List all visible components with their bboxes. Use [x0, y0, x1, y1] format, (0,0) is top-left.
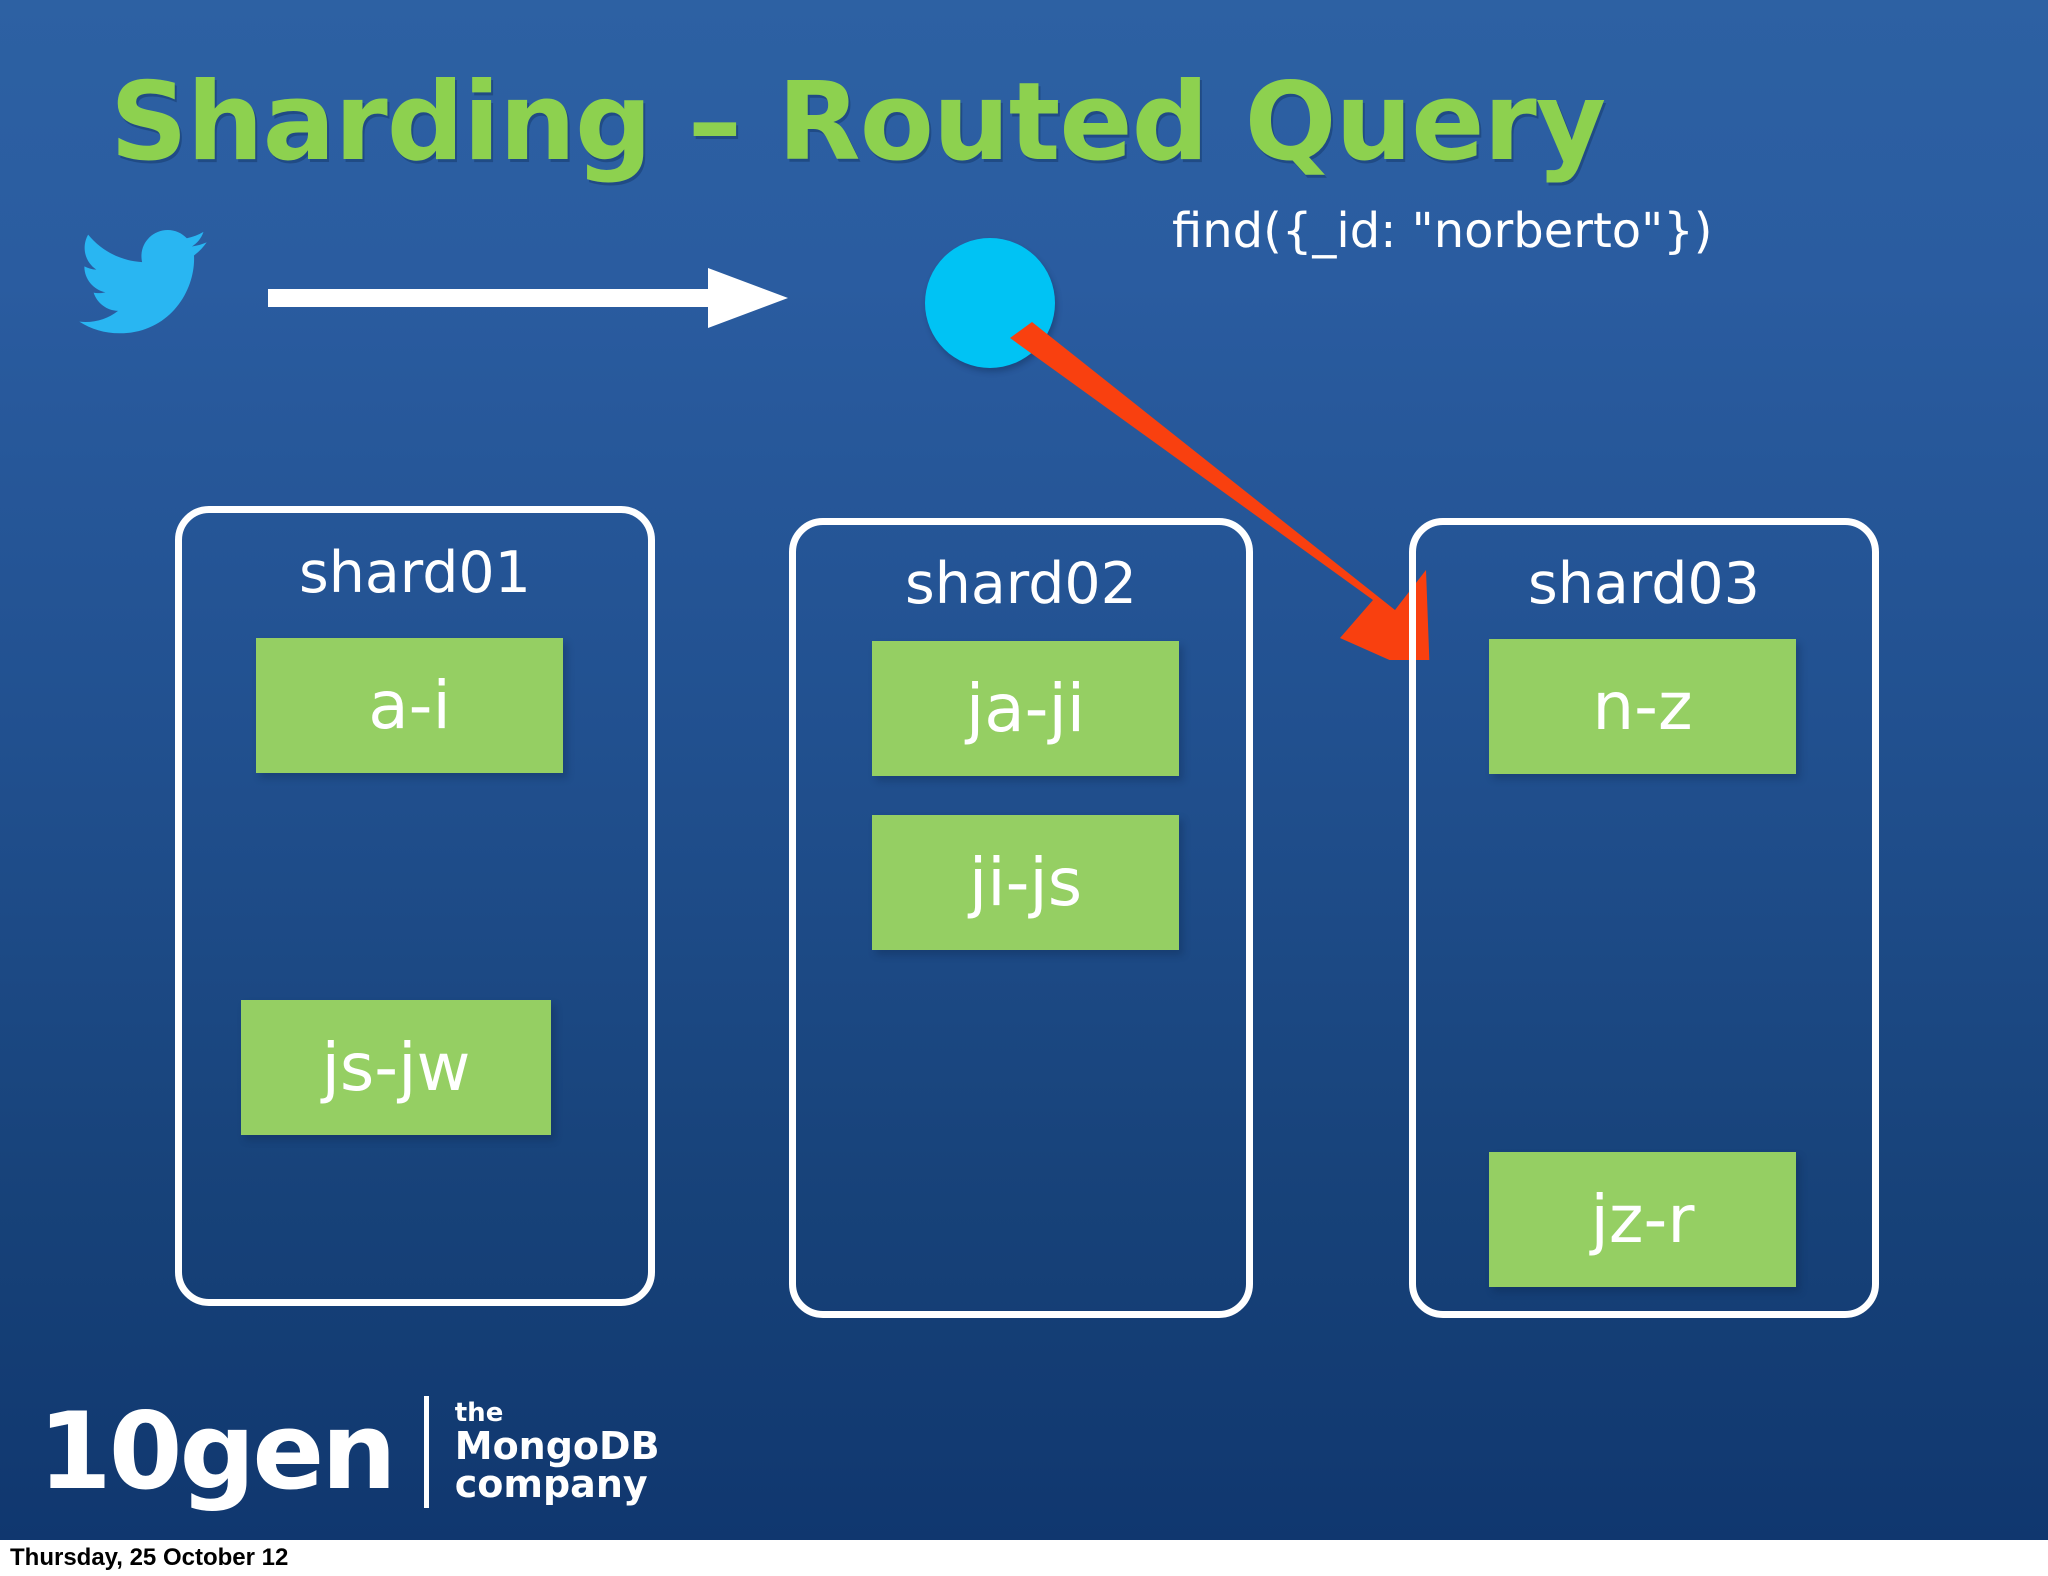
footer-date: Thursday, 25 October 12: [10, 1544, 289, 1571]
chunk-shard01-1: js-jw: [241, 1000, 551, 1135]
twitter-bird-icon: [78, 228, 208, 338]
brand-tagline-line3: company: [454, 1462, 648, 1507]
shard-container-shard02: [789, 518, 1253, 1318]
chunk-shard03-1: jz-r: [1489, 1152, 1796, 1287]
chunk-shard03-0: n-z: [1489, 639, 1796, 774]
brand-tagline: the MongoDB company: [455, 1400, 660, 1504]
brand-logo: 10gen the MongoDB company: [38, 1392, 660, 1512]
shard-container-shard03: [1409, 518, 1879, 1318]
chunk-shard02-1: ji-js: [872, 815, 1179, 950]
shard-title-shard03: shard03: [1528, 551, 1760, 617]
mongos-router-node: [925, 238, 1055, 368]
shard-title-shard02: shard02: [905, 551, 1137, 617]
right-arrow-icon: [268, 262, 788, 332]
brand-tagline-line1: the: [454, 1397, 504, 1428]
brand-tagline-line2: MongoDB: [454, 1423, 660, 1468]
shard-container-shard01: [175, 506, 655, 1306]
shard-title-shard01: shard01: [299, 540, 531, 606]
query-label: find({_id: "norberto"}): [1172, 203, 1713, 259]
page-title: Sharding – Routed Query: [110, 60, 1606, 185]
chunk-shard01-0: a-i: [256, 638, 563, 773]
slide-canvas: Sharding – Routed Query find({_id: "norb…: [0, 0, 2048, 1540]
chunk-shard02-0: ja-ji: [872, 641, 1179, 776]
brand-divider: [423, 1396, 429, 1508]
brand-wordmark: 10gen: [38, 1390, 397, 1513]
